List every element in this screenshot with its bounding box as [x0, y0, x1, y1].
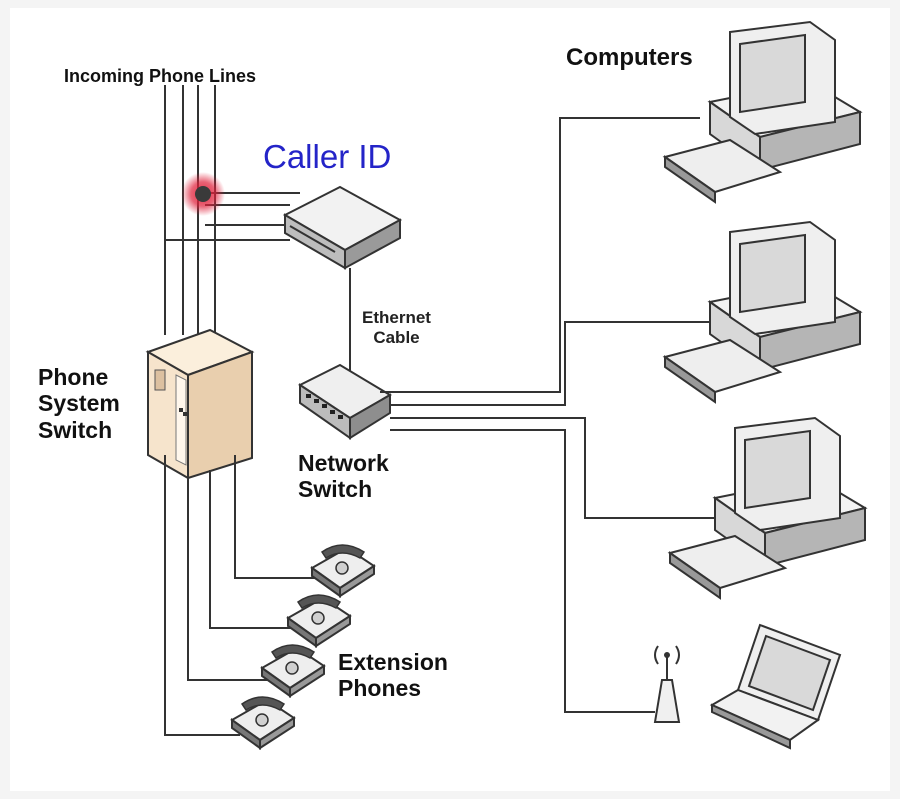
- caller-id-feed-wires: [165, 192, 300, 241]
- computer-2-icon: [662, 220, 863, 404]
- extension-phone-3-icon: [260, 644, 326, 698]
- extension-phone-wires: [164, 455, 315, 736]
- network-switch-icon: [298, 363, 392, 440]
- incoming-phone-lines-label: Incoming Phone Lines: [64, 66, 257, 86]
- laptop-icon: [709, 623, 842, 750]
- computers-label: Computers: [566, 44, 693, 71]
- ethernet-cable-label-line2: Cable: [373, 327, 420, 347]
- network-switch-label-line2: Switch: [298, 476, 373, 503]
- extension-phone-2-icon: [286, 594, 352, 648]
- extension-phone-4-icon: [230, 696, 296, 750]
- extension-phones-label: Extension Phones: [338, 649, 448, 702]
- phone-system-switch-label-line1: Phone: [38, 364, 109, 390]
- phone-system-switch-label-line2: System: [38, 390, 120, 417]
- wireless-access-point-icon: [653, 645, 681, 723]
- extension-phones-label-line1: Extension: [338, 649, 448, 675]
- phone-system-switch-label: Phone System Switch: [38, 364, 120, 443]
- computer-3-icon: [667, 416, 868, 600]
- phone-system-switch-icon: [145, 328, 255, 480]
- caller-id-device-icon: [282, 185, 403, 270]
- line-tap-point-icon: [195, 186, 211, 202]
- phone-system-switch-label-line3: Switch: [38, 416, 113, 443]
- extension-phones-label-line2: Phones: [338, 675, 422, 702]
- extension-phone-1-icon: [310, 544, 376, 598]
- computer-1-icon: [662, 20, 863, 204]
- network-wires: [380, 117, 720, 713]
- caller-id-label: Caller ID: [263, 138, 392, 175]
- network-switch-label-line1: Network: [298, 450, 389, 476]
- ethernet-cable-label-line1: Ethernet: [362, 308, 431, 327]
- ethernet-cable-label: Ethernet Cable: [362, 308, 431, 347]
- network-switch-label: Network Switch: [298, 450, 389, 503]
